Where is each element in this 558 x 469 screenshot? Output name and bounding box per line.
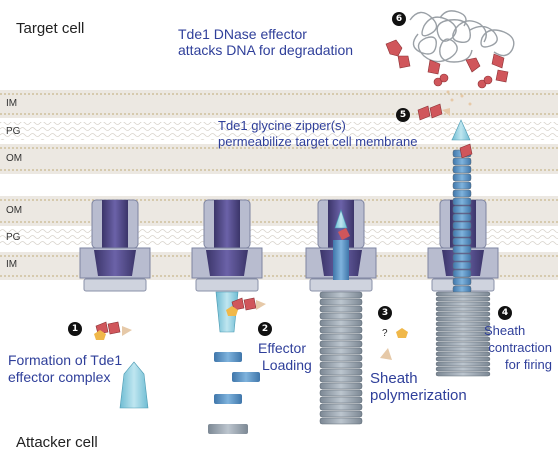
sheath-ring xyxy=(319,347,363,355)
sheath-ring xyxy=(452,173,472,182)
sheath-ring xyxy=(435,306,491,312)
released-effector xyxy=(417,90,472,121)
sheath-ring xyxy=(452,277,472,286)
step-4-caption: Sheath contraction for firing xyxy=(484,323,552,372)
sheath-ring xyxy=(435,346,491,352)
sheath-ring xyxy=(452,157,472,166)
sheath-ring xyxy=(452,245,472,254)
sheath-ring xyxy=(452,165,472,174)
sheath-ring xyxy=(452,221,472,230)
sheath-3 xyxy=(319,291,363,425)
step-badge-1: 1 xyxy=(68,322,82,336)
sheath-ring xyxy=(452,253,472,262)
step-badge-3: 3 xyxy=(378,306,392,320)
sheath-ring xyxy=(319,291,363,299)
sheath-ring xyxy=(319,403,363,411)
sheath-ring xyxy=(435,316,491,322)
sheath-ring xyxy=(319,368,363,376)
sheath-ring xyxy=(319,361,363,369)
sheath-ring xyxy=(319,396,363,404)
sheath-ring xyxy=(319,298,363,306)
attacker-cell-label: Attacker cell xyxy=(16,434,98,451)
sheath-ring xyxy=(319,333,363,341)
step-badge-4: 4 xyxy=(498,306,512,320)
sheath-ring xyxy=(319,375,363,383)
layer-label-pg-target: PG xyxy=(6,126,21,137)
t6ss-apparatus-1 xyxy=(79,199,151,292)
sheath-ring xyxy=(319,417,363,425)
dnase-caption: Tde1 DNase effector attacks DNA for degr… xyxy=(178,26,354,58)
sheath-4 xyxy=(435,291,491,377)
sheath-ring xyxy=(319,326,363,334)
sheath-ring xyxy=(452,229,472,238)
tde1-effector-complex xyxy=(94,321,132,340)
sheath-ring xyxy=(435,336,491,342)
layer-label-pg-attacker: PG xyxy=(6,232,21,243)
spike-tip-icon xyxy=(451,119,473,159)
sheath-ring xyxy=(452,269,472,278)
target-cell-label: Target cell xyxy=(16,20,85,37)
sheath-ring xyxy=(435,296,491,302)
sheath-ring xyxy=(435,331,491,337)
sheath-ring xyxy=(435,351,491,357)
layer-label-im-target: IM xyxy=(6,98,18,109)
step-2-caption: Effector Loading xyxy=(258,340,312,373)
sheath-ring xyxy=(435,366,491,372)
dna-strand-icon xyxy=(409,10,515,63)
unbound-components xyxy=(380,328,408,360)
fired-tube-4 xyxy=(452,149,472,294)
sheath-ring xyxy=(435,356,491,362)
step-badge-5: 5 xyxy=(396,108,410,122)
sheath-ring xyxy=(452,237,472,246)
free-spike xyxy=(119,361,149,409)
sheath-ring xyxy=(452,213,472,222)
sheath-ring xyxy=(319,340,363,348)
sheath-ring xyxy=(319,305,363,313)
sheath-ring xyxy=(452,189,472,198)
sheath-ring xyxy=(319,389,363,397)
t6ss-apparatus-2 xyxy=(191,199,266,333)
sheath-ring xyxy=(435,341,491,347)
sheath-ring xyxy=(435,301,491,307)
sheath-ring xyxy=(319,312,363,320)
sheath-ring xyxy=(319,354,363,362)
sheath-ring xyxy=(435,311,491,317)
question-mark: ? xyxy=(382,328,388,339)
sheath-ring xyxy=(435,291,491,297)
zipper-caption: Tde1 glycine zipper(s) permeabilize targ… xyxy=(218,118,418,149)
sheath-ring xyxy=(435,326,491,332)
effector-protein-icon xyxy=(385,39,509,89)
layer-label-om-target: OM xyxy=(6,153,23,164)
sheath-ring xyxy=(452,261,472,270)
sheath-ring xyxy=(319,382,363,390)
layer-label-im-attacker: IM xyxy=(6,259,18,270)
step-badge-2: 2 xyxy=(258,322,272,336)
sheath-ring xyxy=(319,410,363,418)
sheath-ring xyxy=(452,197,472,206)
sheath-ring xyxy=(452,181,472,190)
t6ss-apparatus-3 xyxy=(305,199,377,292)
sheath-ring xyxy=(452,205,472,214)
step-3-caption: Sheath polymerization xyxy=(370,370,467,404)
sheath-ring xyxy=(319,319,363,327)
layer-label-om-attacker: OM xyxy=(6,205,23,216)
step-1-caption: Formation of Tde1 effector complex xyxy=(8,352,123,385)
sheath-ring xyxy=(435,371,491,377)
sheath-ring xyxy=(435,321,491,327)
hcp-tube-segments xyxy=(208,352,260,434)
step-badge-6: 6 xyxy=(392,12,406,26)
sheath-ring xyxy=(435,361,491,367)
